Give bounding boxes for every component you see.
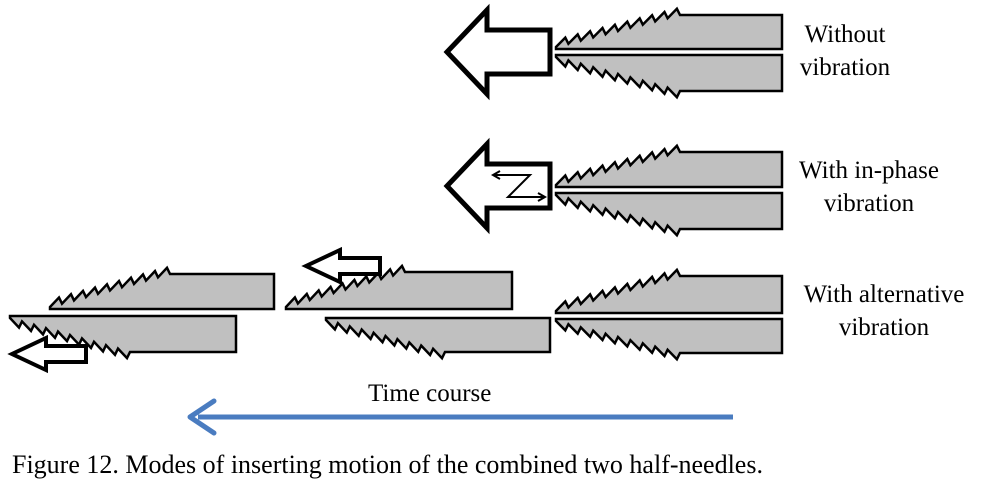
upper-half-needle bbox=[554, 143, 784, 189]
lower-half-needle bbox=[324, 316, 552, 361]
upper-half-needle bbox=[284, 263, 514, 311]
insertion-arrow-icon bbox=[443, 3, 553, 101]
insertion-arrow-icon bbox=[443, 137, 553, 235]
insertion-arrow-icon bbox=[301, 246, 382, 286]
insertion-arrow-icon bbox=[7, 334, 88, 374]
upper-half-needle bbox=[554, 267, 784, 315]
lower-half-needle bbox=[554, 53, 784, 100]
time-course-arrow-icon bbox=[187, 398, 733, 436]
lower-half-needle bbox=[554, 191, 784, 238]
mode-label-line: vibration bbox=[838, 314, 930, 341]
upper-half-needle bbox=[554, 6, 784, 51]
figure-caption: Figure 12. Modes of inserting motion of … bbox=[12, 450, 763, 479]
mode-label-without: Without vibration bbox=[790, 18, 900, 84]
mode-label-line: vibration bbox=[823, 190, 915, 217]
time-course-label: Time course bbox=[368, 380, 492, 407]
needle-group bbox=[8, 6, 784, 362]
mode-label-line: Without bbox=[804, 21, 886, 48]
mode-label-line: vibration bbox=[799, 54, 891, 81]
upper-half-needle bbox=[48, 265, 276, 311]
mode-label-line: With alternative bbox=[803, 281, 965, 308]
vibration-z-icon bbox=[490, 170, 548, 202]
mode-label-inphase: With in-phase vibration bbox=[782, 154, 956, 220]
lower-half-needle bbox=[554, 317, 784, 362]
mode-label-line: With in-phase bbox=[799, 157, 939, 184]
mode-label-alternative: With alternative vibration bbox=[784, 278, 984, 344]
